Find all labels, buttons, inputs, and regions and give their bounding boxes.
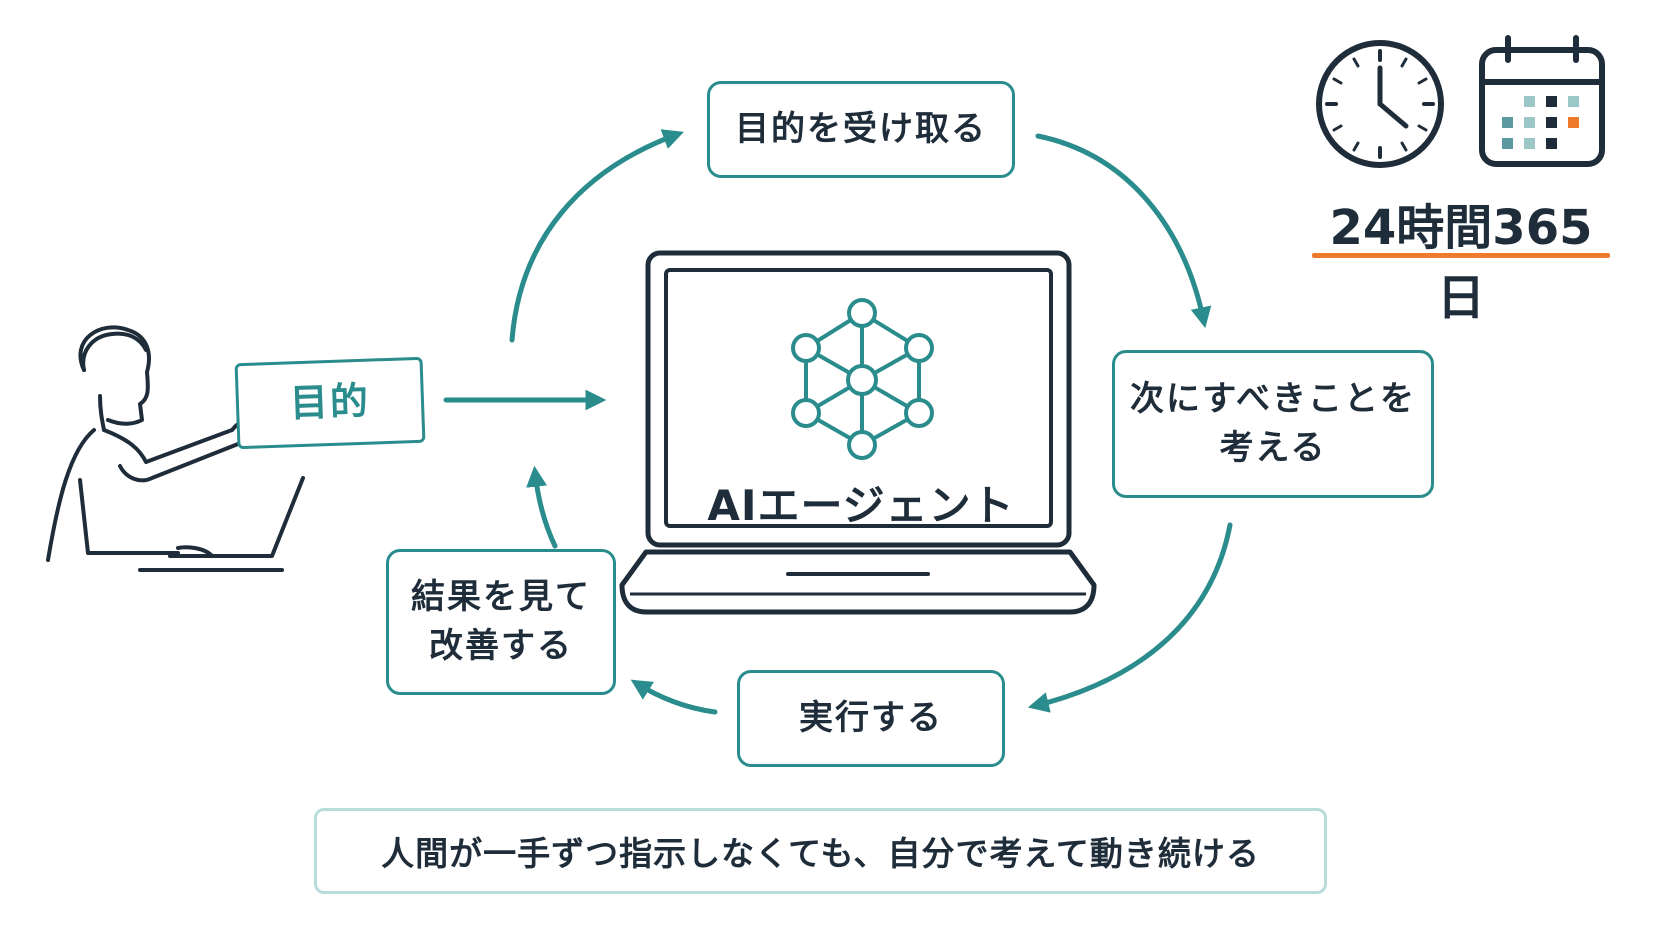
availability-underline (1312, 253, 1610, 258)
network-icon (791, 298, 934, 460)
purpose-card-label: 目的 (289, 379, 371, 426)
step-review-improve: 結果を見て 改善する (386, 549, 616, 695)
arrow-to-receive (509, 129, 684, 343)
step-think-next: 次にすべきことを 考える (1112, 350, 1434, 498)
ai-agent-label: AIエージェント (707, 481, 1015, 530)
step-receive-goal-label: 目的を受け取る (735, 108, 987, 149)
arrow-to-think (1035, 133, 1212, 329)
caption-box: 人間が一手ずつ指示しなくても、自分で考えて動き続ける (314, 808, 1327, 894)
purpose-card: 目的 (234, 356, 426, 450)
step-review-improve-line-2: 改善する (429, 626, 573, 666)
calendar-icon (1479, 35, 1605, 167)
laptop-icon (619, 250, 1097, 615)
arrow-to-loop-start (526, 465, 558, 549)
step-review-improve-line-1: 結果を見て (411, 576, 591, 617)
step-receive-goal: 目的を受け取る (707, 81, 1015, 178)
step-think-next-line-1: 次にすべきことを (1130, 378, 1416, 419)
availability-label: 24時間365日 (1329, 200, 1593, 326)
step-execute-label: 実行する (799, 697, 943, 738)
arrow-to-execute (1027, 522, 1233, 713)
arrow-to-improve (630, 679, 718, 715)
caption-text: 人間が一手ずつ指示しなくても、自分で考えて動き続ける (381, 834, 1260, 873)
clock-icon (1316, 40, 1444, 168)
step-execute: 実行する (737, 670, 1005, 767)
step-think-next-line-2: 考える (1219, 428, 1327, 468)
